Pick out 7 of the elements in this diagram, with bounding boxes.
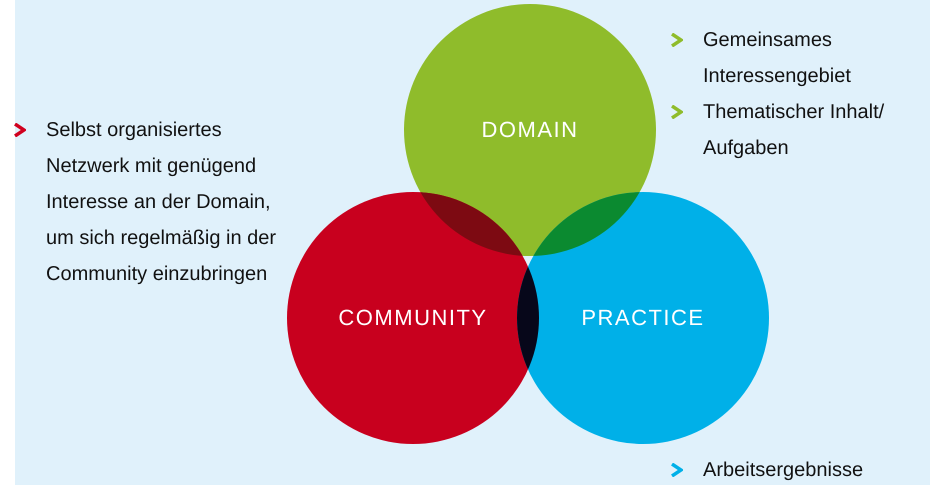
circle-label: COMMUNITY — [337, 305, 489, 331]
bullet-text: Gemeinsames Interessengebiet — [703, 28, 852, 89]
circle-label: DOMAIN — [480, 117, 580, 143]
bullet-text: Arbeitsergebnisse — [703, 458, 864, 483]
bullet-text: Thematischer Inhalt/ Aufgaben — [703, 100, 886, 161]
circle-label: PRACTICE — [580, 305, 706, 331]
bullet-text: Selbst organisiertes Netzwerk mit genügend Interesse an der Domain, um sich regelmäßig in der Community einzubringen — [46, 118, 278, 287]
